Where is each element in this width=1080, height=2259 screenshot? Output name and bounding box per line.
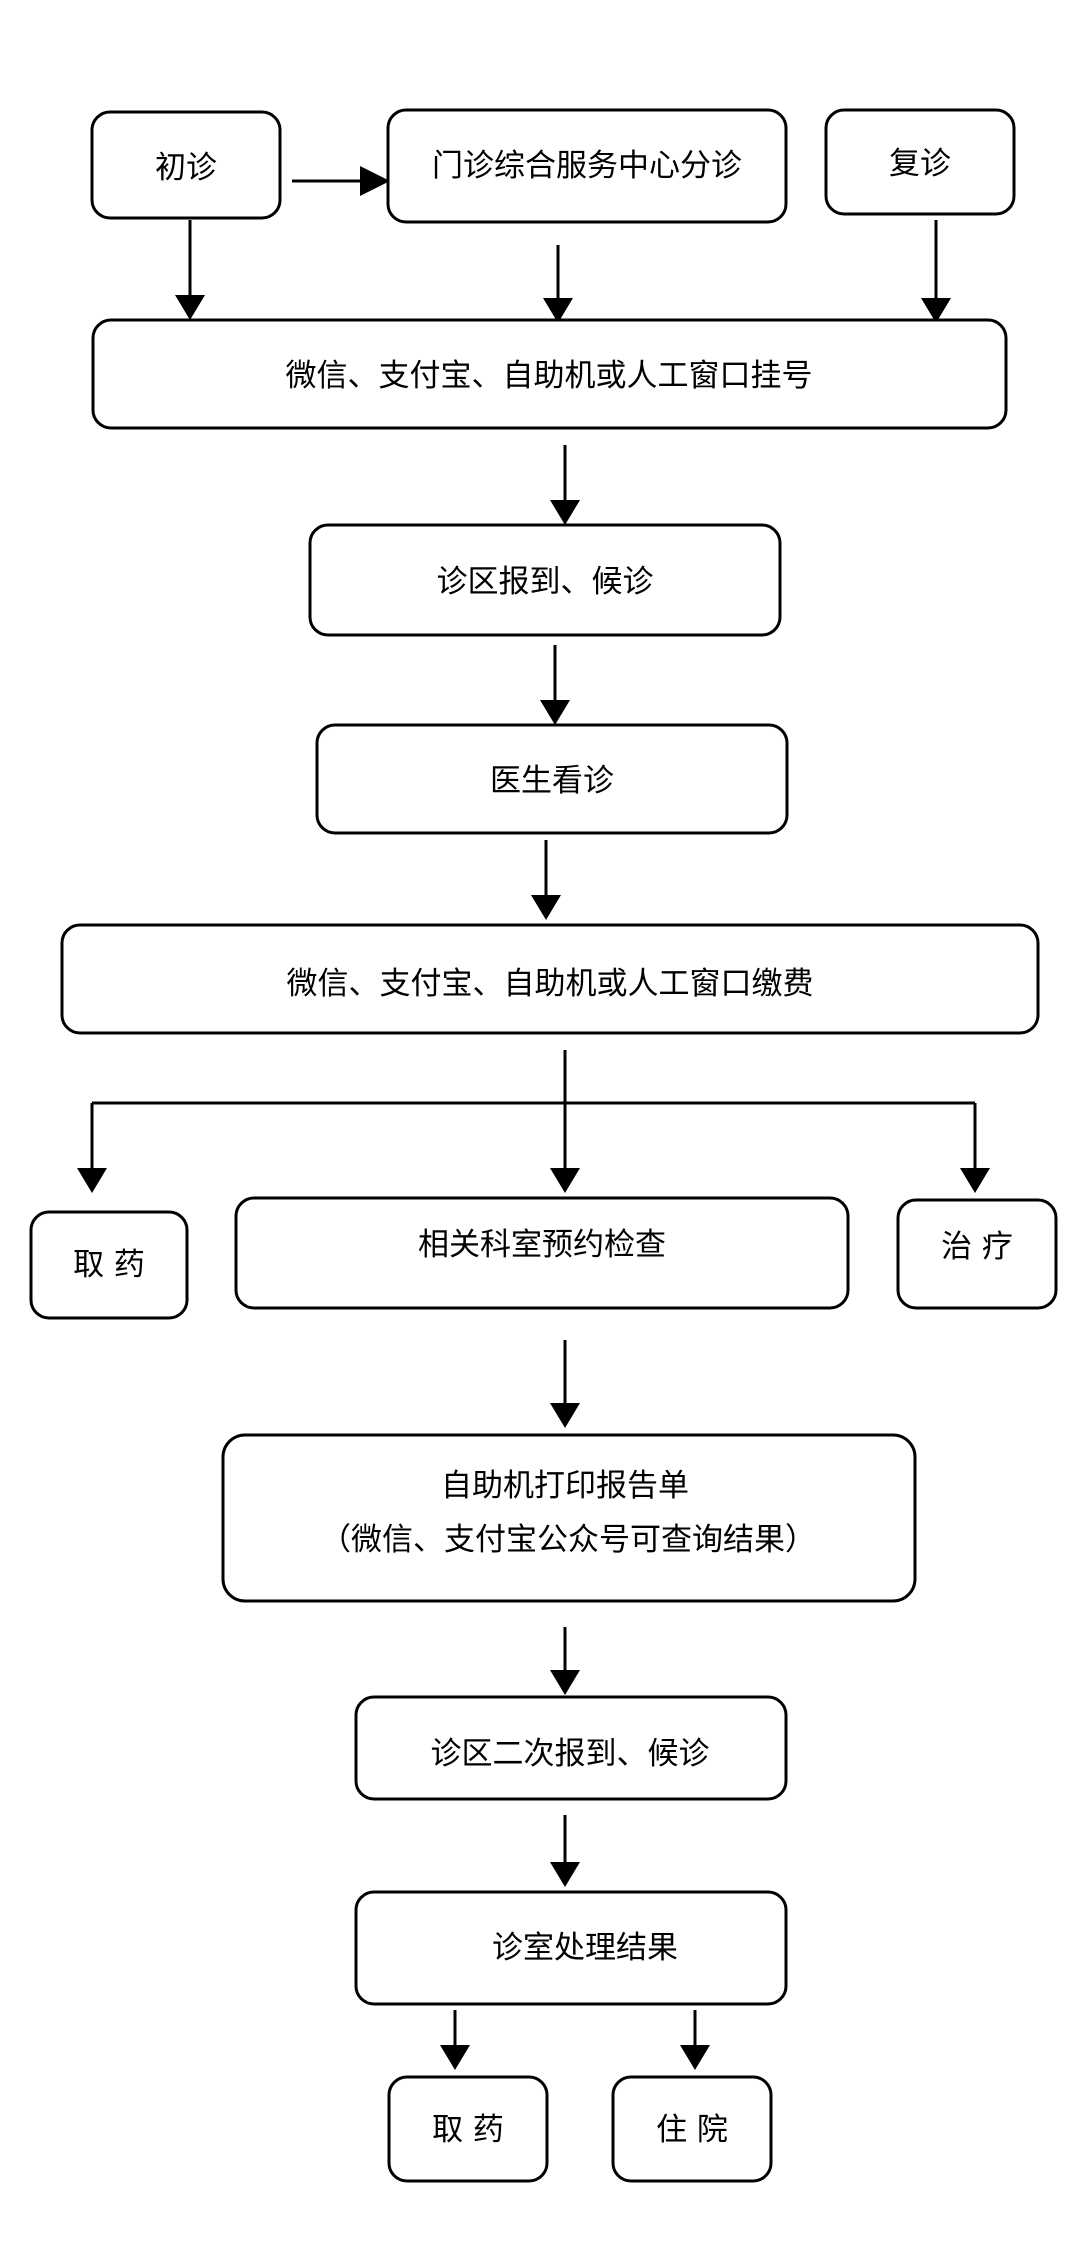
node-payment: 微信、支付宝、自助机或人工窗口缴费 xyxy=(60,923,1040,1035)
edge-consult-to-payment xyxy=(531,840,561,920)
node-service-center-triage-label: 门诊综合服务中心分诊 xyxy=(432,148,742,184)
node-treatment: 治 疗 xyxy=(896,1198,1058,1310)
node-clinic-result-handling-label: 诊室处理结果 xyxy=(492,1930,678,1966)
node-print-report-label-line2: （微信、支付宝公众号可查询结果） xyxy=(320,1522,816,1558)
edge-result-to-hospitalization xyxy=(680,2010,710,2070)
node-doctor-consult: 医生看诊 xyxy=(315,723,789,835)
node-check-in-wait: 诊区报到、候诊 xyxy=(308,523,782,637)
node-check-in-wait-label: 诊区报到、候诊 xyxy=(437,564,654,600)
node-first-visit: 初诊 xyxy=(90,110,282,220)
node-hospitalization-label: 住 院 xyxy=(656,2112,728,2148)
edge-first-visit-to-registration xyxy=(175,220,205,320)
edge-exam-to-report xyxy=(550,1340,580,1428)
node-pick-up-medicine-1-label: 取 药 xyxy=(73,1247,145,1283)
node-return-visit-label: 复诊 xyxy=(889,146,951,182)
node-second-check-in-wait-label: 诊区二次报到、候诊 xyxy=(431,1736,710,1772)
edge-triage-to-registration xyxy=(543,245,573,323)
node-first-visit-label: 初诊 xyxy=(155,150,217,186)
node-service-center-triage: 门诊综合服务中心分诊 xyxy=(386,108,788,224)
node-hospitalization: 住 院 xyxy=(611,2075,773,2183)
node-department-exam-booking: 相关科室预约检查 xyxy=(234,1196,850,1310)
node-payment-label: 微信、支付宝、自助机或人工窗口缴费 xyxy=(287,966,814,1002)
edge-check-in-to-consult xyxy=(540,645,570,725)
edge-registration-to-check-in xyxy=(550,445,580,525)
edge-payment-branches xyxy=(77,1050,990,1193)
edge-report-to-second-check-in xyxy=(550,1627,580,1695)
node-registration-label: 微信、支付宝、自助机或人工窗口挂号 xyxy=(286,358,813,394)
node-print-report: 自助机打印报告单 （微信、支付宝公众号可查询结果） xyxy=(221,1433,917,1603)
edge-result-to-medicine xyxy=(440,2010,470,2070)
node-print-report-label-line1: 自助机打印报告单 xyxy=(441,1468,689,1504)
node-return-visit: 复诊 xyxy=(824,108,1016,216)
node-doctor-consult-label: 医生看诊 xyxy=(490,763,614,799)
node-registration: 微信、支付宝、自助机或人工窗口挂号 xyxy=(91,318,1008,430)
node-clinic-result-handling: 诊室处理结果 xyxy=(354,1890,788,2006)
edge-second-check-in-to-result xyxy=(550,1815,580,1887)
edge-first-visit-to-triage xyxy=(292,166,390,196)
node-pick-up-medicine-2-label: 取 药 xyxy=(432,2112,504,2148)
node-department-exam-booking-label: 相关科室预约检查 xyxy=(418,1227,666,1263)
node-pick-up-medicine-2: 取 药 xyxy=(387,2075,549,2183)
node-treatment-label: 治 疗 xyxy=(941,1229,1013,1265)
node-pick-up-medicine-1: 取 药 xyxy=(29,1210,189,1320)
node-second-check-in-wait: 诊区二次报到、候诊 xyxy=(354,1695,788,1801)
edge-return-visit-to-registration xyxy=(921,220,951,323)
